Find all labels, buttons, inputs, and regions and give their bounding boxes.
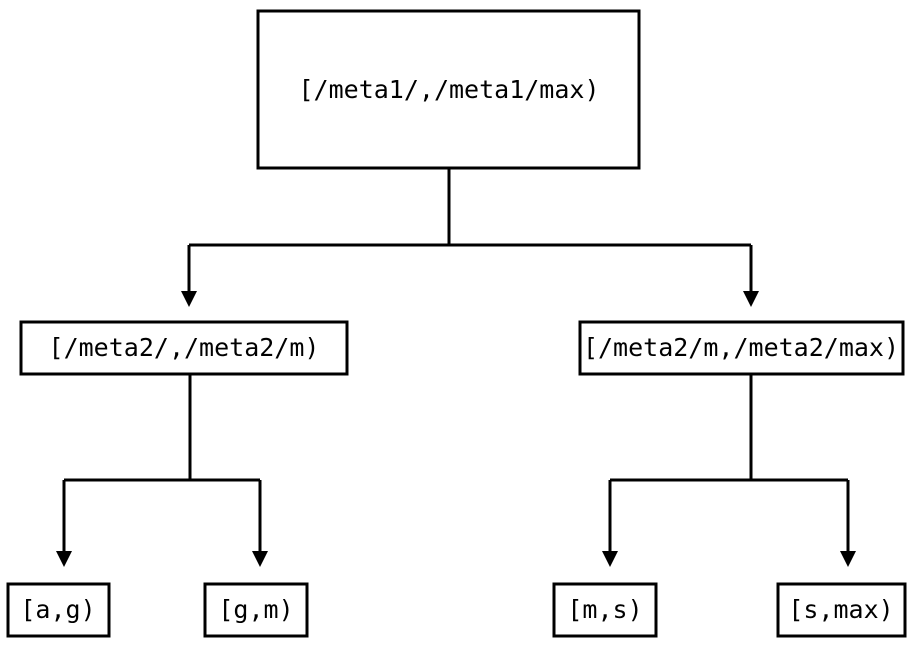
arrowhead-leaf-2-icon <box>252 551 268 567</box>
node-root-label: [/meta1/,/meta1/max) <box>298 75 599 104</box>
node-mid-left-label: [/meta2/,/meta2/m) <box>49 333 320 362</box>
edge-group-mid-left <box>56 375 268 567</box>
node-leaf-4[interactable]: [s,max) <box>776 582 907 638</box>
arrowhead-leaf-4-icon <box>840 551 856 567</box>
arrowhead-leaf-3-icon <box>602 551 618 567</box>
edge-group-root <box>181 168 759 307</box>
edge-group-mid-right <box>602 375 856 567</box>
node-root-box <box>256 9 641 170</box>
node-mid-left[interactable]: [/meta2/,/meta2/m) <box>19 320 349 376</box>
node-leaf-2-label: [g,m) <box>218 595 293 624</box>
arrowhead-mid-left-icon <box>181 291 197 307</box>
node-leaf-1[interactable]: [a,g) <box>6 582 111 638</box>
node-leaf-1-label: [a,g) <box>20 595 95 624</box>
node-leaf-4-box <box>776 582 907 638</box>
node-root[interactable]: [/meta1/,/meta1/max) <box>256 9 641 170</box>
node-mid-right[interactable]: [/meta2/m,/meta2/max) <box>578 320 905 376</box>
node-mid-right-box <box>578 320 905 376</box>
node-mid-right-label: [/meta2/m,/meta2/max) <box>583 333 899 362</box>
node-leaf-3-box <box>552 582 658 638</box>
node-leaf-2[interactable]: [g,m) <box>203 582 309 638</box>
node-leaf-3-label: [m,s) <box>567 595 642 624</box>
node-leaf-2-box <box>203 582 309 638</box>
node-leaf-4-label: [s,max) <box>788 595 893 624</box>
arrowhead-mid-right-icon <box>743 291 759 307</box>
arrowhead-leaf-1-icon <box>56 551 72 567</box>
node-leaf-1-box <box>6 582 111 638</box>
node-leaf-3[interactable]: [m,s) <box>552 582 658 638</box>
node-mid-left-box <box>19 320 349 376</box>
